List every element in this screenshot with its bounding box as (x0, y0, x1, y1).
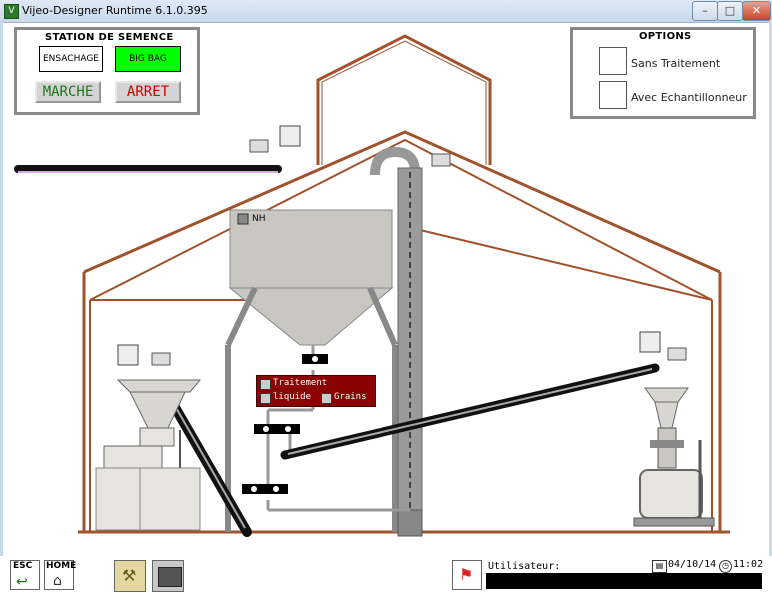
settings-button[interactable] (152, 560, 184, 592)
sans-traitement-checkbox[interactable] (599, 47, 627, 75)
sans-traitement-label: Sans Traitement (631, 57, 721, 70)
alarm-button[interactable]: ⚑ (452, 560, 482, 590)
close-button[interactable]: ✕ (742, 1, 771, 21)
window-frame (0, 22, 772, 600)
bottom-bar: ESC ↩ HOME ⌂ ⚒ ⚑ Utilisateur: ▤ 04/10/14… (0, 556, 772, 600)
liquide-checkbox[interactable] (260, 393, 271, 404)
grains-checkbox[interactable] (321, 393, 332, 404)
app-icon: V (4, 4, 19, 19)
grains-label: Grains (334, 392, 367, 402)
traitement-label: Traitement (273, 378, 328, 388)
avec-echantillonneur-checkbox[interactable] (599, 81, 627, 109)
marche-button[interactable]: MARCHE (35, 81, 101, 103)
station-panel: STATION DE SEMENCE ENSACHAGE BIG BAG MAR… (14, 27, 200, 115)
back-arrow-icon: ↩ (16, 574, 28, 590)
home-label: HOME (46, 561, 77, 571)
time-text: 11:02 (733, 559, 764, 570)
rotation-icons (117, 125, 661, 366)
title-bar: V Vijeo-Designer Runtime 6.1.0.395 – □ ✕ (0, 0, 772, 23)
station-title: STATION DE SEMENCE (45, 32, 174, 43)
inclined-conveyor-left (160, 385, 252, 537)
overhead-conveyor (14, 165, 282, 173)
big-bag-station (633, 387, 715, 527)
treatment-panel: Traitement liquide Grains (256, 375, 376, 407)
ensachage-button[interactable]: ENSACHAGE (39, 46, 103, 72)
arret-button[interactable]: ARRET (115, 81, 181, 103)
bagging-machine (95, 379, 202, 531)
calendar-icon: ▤ (652, 560, 667, 573)
wrench-icon: ⚒ (122, 566, 137, 585)
avec-echantillonneur-label: Avec Echantillonneur (631, 91, 747, 104)
inclined-conveyor-right (280, 363, 660, 460)
traitement-liquide-checkbox[interactable] (260, 379, 271, 390)
date-text: 04/10/14 (668, 559, 717, 570)
user-input[interactable] (486, 573, 762, 589)
nh-label: NH (252, 214, 266, 224)
motor-icons (151, 139, 687, 366)
clock-icon: ◷ (719, 560, 732, 573)
home-button[interactable]: HOME ⌂ (44, 560, 77, 590)
esc-button[interactable]: ESC ↩ (10, 560, 40, 590)
big-bag-button[interactable]: BIG BAG (115, 46, 181, 72)
tools-button[interactable]: ⚒ (114, 560, 146, 592)
liquide-label: liquide (273, 392, 311, 402)
house-icon: ⌂ (53, 573, 62, 589)
bucket-elevator (370, 146, 423, 537)
silo-hopper (225, 209, 398, 532)
valves (242, 354, 328, 494)
user-label: Utilisateur: (488, 561, 561, 572)
options-title: OPTIONS (639, 31, 692, 42)
window-title: Vijeo-Designer Runtime 6.1.0.395 (22, 4, 208, 17)
alarm-icon: ⚑ (459, 565, 474, 584)
options-panel: OPTIONS Sans Traitement Avec Echantillon… (570, 27, 756, 119)
panel-icon (158, 567, 182, 587)
tower-outline (316, 34, 492, 165)
esc-label: ESC (13, 561, 33, 571)
